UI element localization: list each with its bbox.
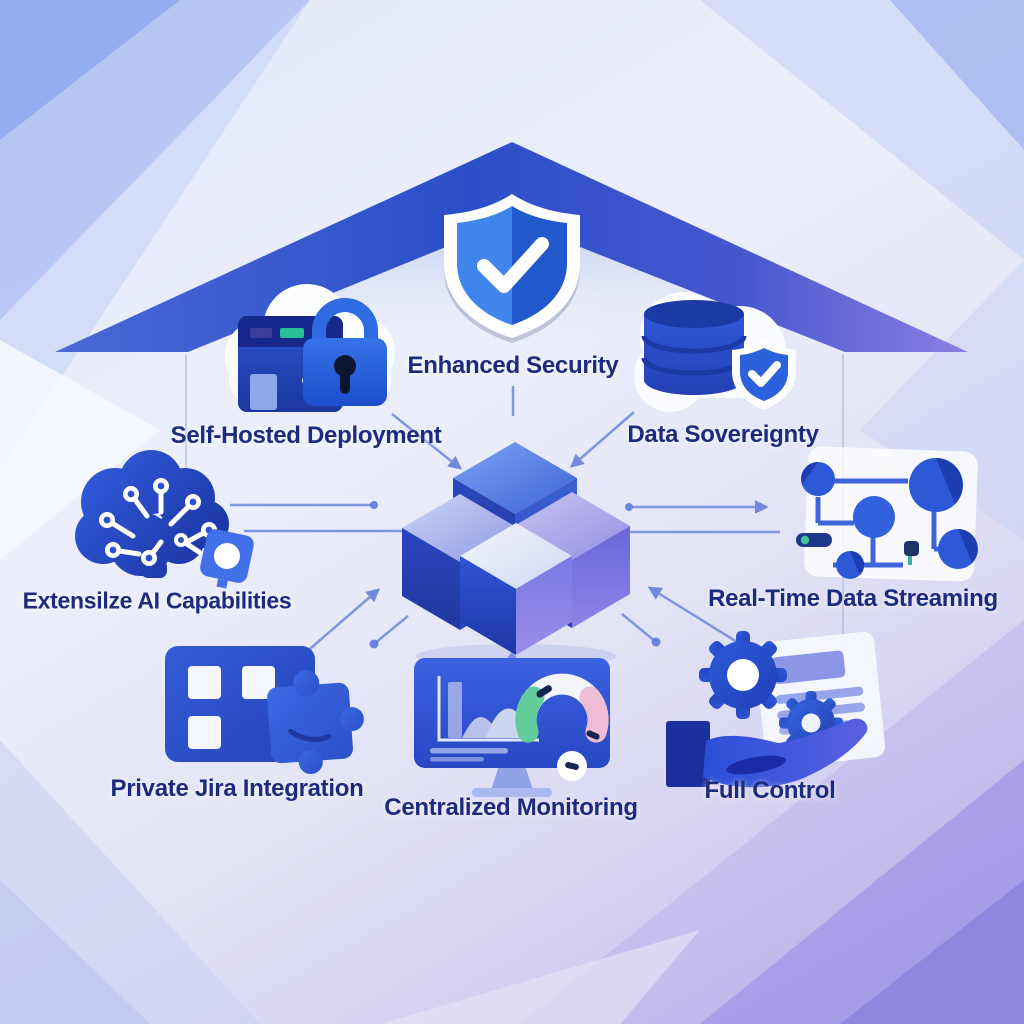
network-flow-icon xyxy=(796,446,978,582)
label-centralized-monitoring: Centralized Monitoring xyxy=(384,794,638,821)
square-node xyxy=(904,541,919,556)
label-self-hosted-deployment: Self-Hosted Deployment xyxy=(170,422,442,449)
cloud-server-lock-icon xyxy=(225,284,395,412)
label-real-time-data-streaming: Real-Time Data Streaming xyxy=(708,585,998,612)
circuit-nodes xyxy=(99,478,217,566)
brain-circuit-puzzle-icon xyxy=(75,450,254,589)
label-ai-capabilities: Extensilze AI Capabilities xyxy=(22,587,292,614)
screen-gauge xyxy=(515,673,609,781)
isometric-cubes-icon xyxy=(402,442,630,668)
puzzle-piece xyxy=(267,670,364,775)
screen-chart xyxy=(430,676,539,762)
circle-nodes xyxy=(801,458,978,579)
label-private-jira-integration: Private Jira Integration xyxy=(110,775,364,802)
small-puzzle-piece xyxy=(200,529,254,589)
label-full-control: Full Control xyxy=(704,777,836,804)
board-tiles xyxy=(188,666,275,749)
padlock xyxy=(303,298,387,406)
shield-check-icon xyxy=(444,194,580,343)
small-shield-check xyxy=(732,340,796,410)
board-puzzle-icon xyxy=(165,646,364,775)
cube-front xyxy=(460,523,572,655)
hand-gears-icon xyxy=(666,631,886,788)
gear-large xyxy=(699,631,787,719)
monitor-stand xyxy=(491,766,533,790)
label-enhanced-security: Enhanced Security xyxy=(407,352,619,379)
database-cylinder xyxy=(641,300,747,395)
brain-shape xyxy=(75,450,229,578)
database-shield-icon xyxy=(634,292,796,412)
hand xyxy=(666,718,868,788)
label-data-sovereignty: Data Sovereignty xyxy=(627,421,819,448)
monitor-dashboard-icon xyxy=(414,658,610,797)
